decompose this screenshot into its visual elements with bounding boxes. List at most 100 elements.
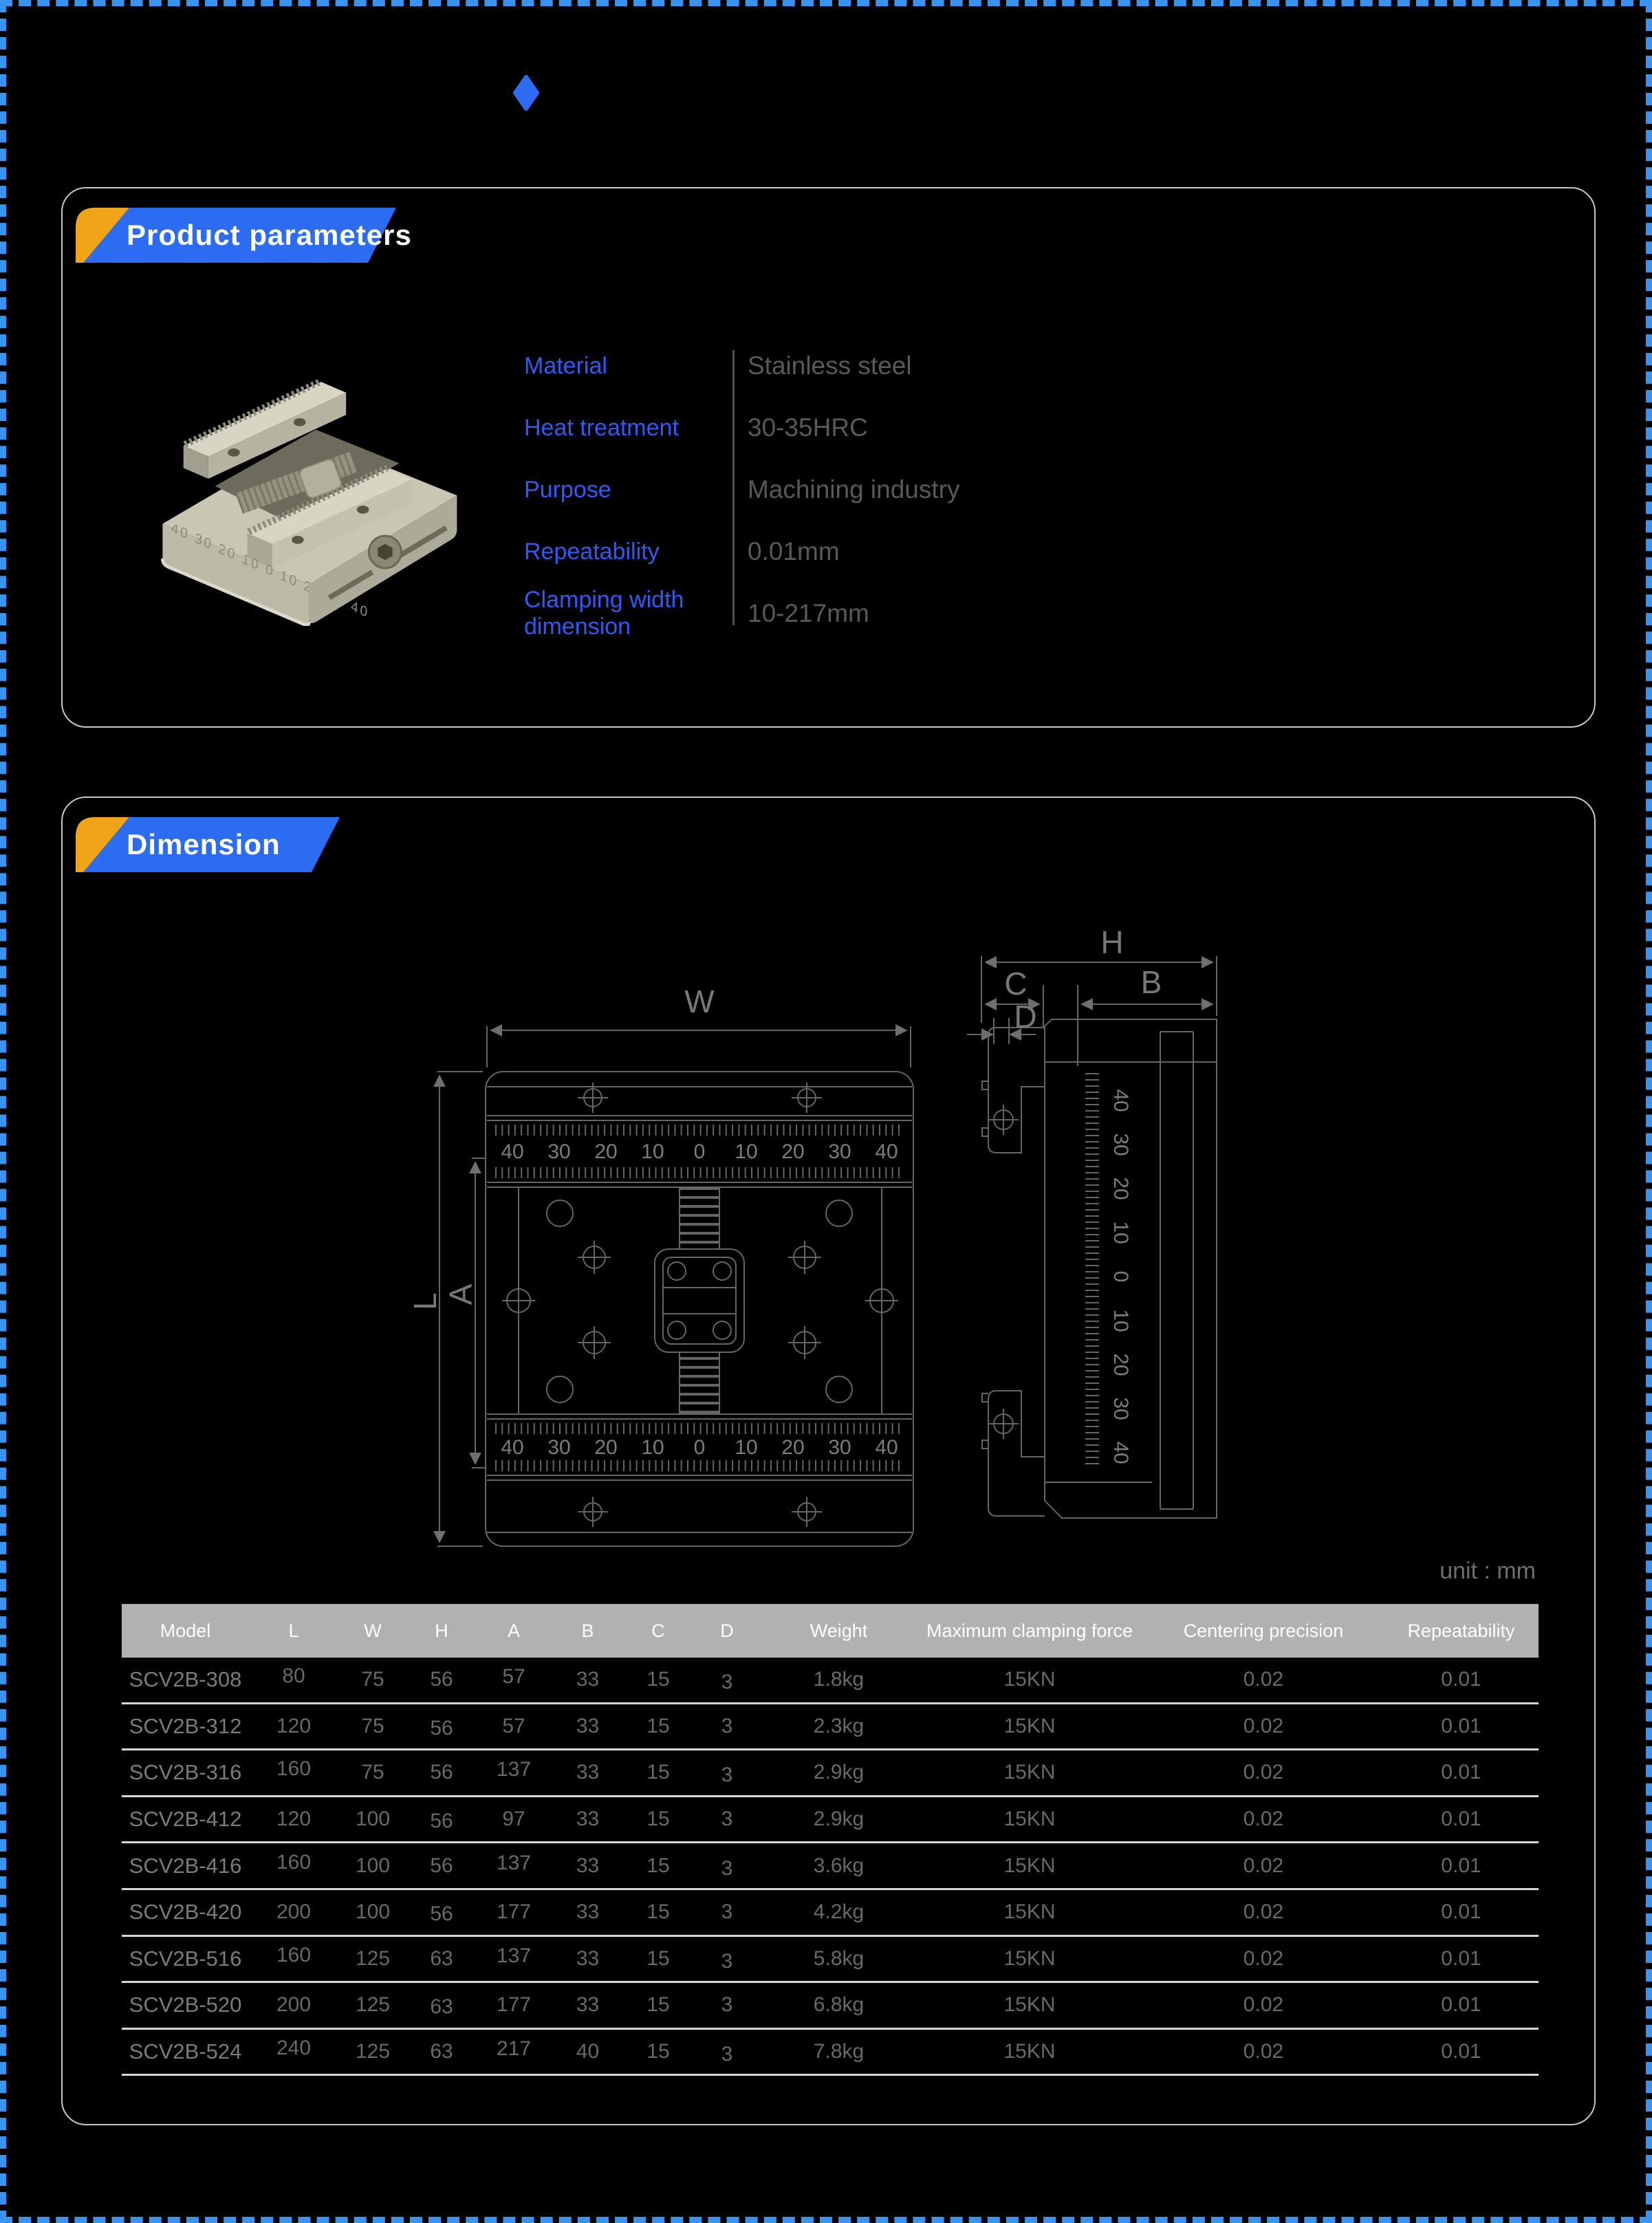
cell-centering-precision: 0.02: [1243, 1714, 1284, 1737]
cell-repeatability: 0.01: [1441, 1668, 1481, 1691]
svg-text:10: 10: [1109, 1221, 1132, 1244]
cell-h: 56: [430, 1810, 453, 1833]
param-row: Purpose Machining industry: [524, 459, 1521, 521]
front-view-drawing: 40 30 20 10 0 10 20 30 40 40 30 20 10 0 …: [414, 984, 914, 1547]
cell-centering-precision: 0.02: [1243, 1854, 1284, 1877]
dim-label-c: C: [1004, 966, 1027, 1001]
cell-b: 33: [576, 1714, 600, 1737]
svg-text:30: 30: [828, 1140, 851, 1163]
param-value: Stainless steel: [748, 351, 912, 380]
cell-c: 15: [646, 1714, 670, 1737]
cell-centering-precision: 0.02: [1243, 1761, 1284, 1784]
top-ruler-numbers: 40 30 20 10 0 10 20 30 40: [501, 1140, 898, 1163]
cell-w: 125: [355, 2040, 391, 2063]
cell-centering-precision: 0.02: [1243, 1993, 1284, 2017]
spec-table-header-cell: C: [651, 1620, 665, 1641]
cell-b: 40: [576, 2040, 600, 2063]
svg-text:20: 20: [781, 1436, 804, 1459]
cell-w: 100: [355, 1808, 391, 1831]
cell-h: 63: [430, 2040, 453, 2063]
cell-c: 15: [646, 1808, 670, 1831]
table-row: SCV2B-524 240 125 63 217 40 15 3 7.8kg 1…: [122, 2030, 1539, 2076]
table-row: SCV2B-412 120 100 56 97 33 15 3 2.9kg 15…: [122, 1797, 1539, 1844]
svg-text:10: 10: [641, 1436, 664, 1459]
unit-note: unit : mm: [1439, 1558, 1536, 1584]
cell-model: SCV2B-420: [129, 1900, 242, 1924]
cell-model: SCV2B-308: [129, 1667, 242, 1692]
cell-a: 137: [496, 1851, 532, 1874]
cell-a: 97: [502, 1808, 525, 1831]
cell-h: 63: [430, 1947, 453, 1970]
cell-d: 3: [721, 1714, 733, 1737]
param-divider-line: [732, 350, 735, 625]
cell-l: 240: [276, 2037, 312, 2060]
svg-text:10: 10: [735, 1436, 757, 1459]
cell-weight: 7.8kg: [813, 2040, 865, 2063]
cell-w: 100: [355, 1854, 391, 1877]
cell-d: 3: [721, 1993, 733, 2017]
cell-w: 125: [355, 1947, 391, 1970]
svg-text:20: 20: [594, 1436, 617, 1459]
cell-model: SCV2B-416: [129, 1853, 242, 1878]
table-row: SCV2B-308 80 75 56 57 33 15 3 1.8kg 15KN…: [122, 1658, 1539, 1704]
cell-max-clamping-force: 15KN: [1003, 1993, 1056, 2017]
cell-c: 15: [646, 1993, 670, 2017]
svg-text:40: 40: [501, 1436, 523, 1459]
cell-h: 56: [430, 1716, 453, 1739]
cell-centering-precision: 0.02: [1243, 1668, 1284, 1691]
cell-weight: 5.8kg: [813, 1947, 865, 1970]
side-view-drawing: 40 30 20 10 0 10 20 30 40 H C B D: [967, 924, 1217, 1519]
spec-table-header-cell: Repeatability: [1407, 1620, 1515, 1641]
cell-l: 160: [276, 1943, 312, 1966]
section-title-dimension: Dimension: [127, 828, 281, 860]
spec-table-body: SCV2B-308 80 75 56 57 33 15 3 1.8kg 15KN…: [122, 1658, 1539, 2076]
param-label: Heat treatment: [524, 414, 679, 441]
spec-table-header-cell: W: [364, 1620, 382, 1641]
cell-h: 56: [430, 1902, 453, 1926]
svg-text:30: 30: [828, 1436, 851, 1459]
cell-repeatability: 0.01: [1441, 1947, 1481, 1970]
cell-h: 63: [430, 1995, 453, 2019]
svg-text:20: 20: [1109, 1353, 1132, 1376]
table-row: SCV2B-316 160 75 56 137 33 15 3 2.9kg 15…: [122, 1750, 1539, 1797]
dim-label-d: D: [1014, 999, 1036, 1034]
cell-b: 33: [576, 1993, 600, 2017]
dim-label-b: B: [1141, 964, 1162, 1000]
vise-front-jaw: [247, 464, 412, 568]
cell-w: 75: [361, 1714, 384, 1737]
table-row: SCV2B-420 200 100 56 177 33 15 3 4.2kg 1…: [122, 1890, 1539, 1937]
cell-model: SCV2B-516: [129, 1946, 242, 1971]
cell-w: 75: [361, 1761, 384, 1784]
cell-c: 15: [646, 2040, 670, 2063]
cell-repeatability: 0.01: [1441, 2040, 1481, 2063]
param-value: 30-35HRC: [748, 413, 868, 442]
spec-table-header-cell: D: [720, 1620, 734, 1641]
cell-l: 120: [276, 1808, 312, 1831]
svg-text:30: 30: [1109, 1133, 1132, 1156]
cell-weight: 2.9kg: [813, 1761, 865, 1784]
table-row: SCV2B-520 200 125 63 177 33 15 3 6.8kg 1…: [122, 1983, 1539, 2030]
svg-text:20: 20: [781, 1140, 804, 1163]
cell-a: 177: [496, 1993, 532, 2017]
cell-model: SCV2B-520: [129, 1993, 242, 2017]
param-value: 10-217mm: [748, 599, 869, 627]
cell-centering-precision: 0.02: [1243, 2040, 1284, 2063]
cell-repeatability: 0.01: [1441, 1761, 1481, 1784]
param-label: Material: [524, 352, 607, 379]
cell-repeatability: 0.01: [1441, 1993, 1481, 2017]
param-label: Clamping width dimension: [524, 587, 684, 640]
cell-b: 33: [576, 1854, 600, 1877]
cell-centering-precision: 0.02: [1243, 1808, 1284, 1831]
mid-hole-crosshairs: [502, 1241, 898, 1359]
cell-weight: 6.8kg: [813, 1993, 865, 2017]
cell-l: 200: [276, 1993, 312, 2017]
cell-c: 15: [646, 1668, 670, 1691]
cell-repeatability: 0.01: [1441, 1808, 1481, 1831]
cell-repeatability: 0.01: [1441, 1714, 1481, 1737]
cell-max-clamping-force: 15KN: [1003, 1668, 1056, 1691]
param-row: Material Stainless steel: [524, 335, 1521, 397]
cell-max-clamping-force: 15KN: [1003, 1900, 1056, 1924]
section-title-product-parameters: Product parameters: [127, 219, 412, 251]
